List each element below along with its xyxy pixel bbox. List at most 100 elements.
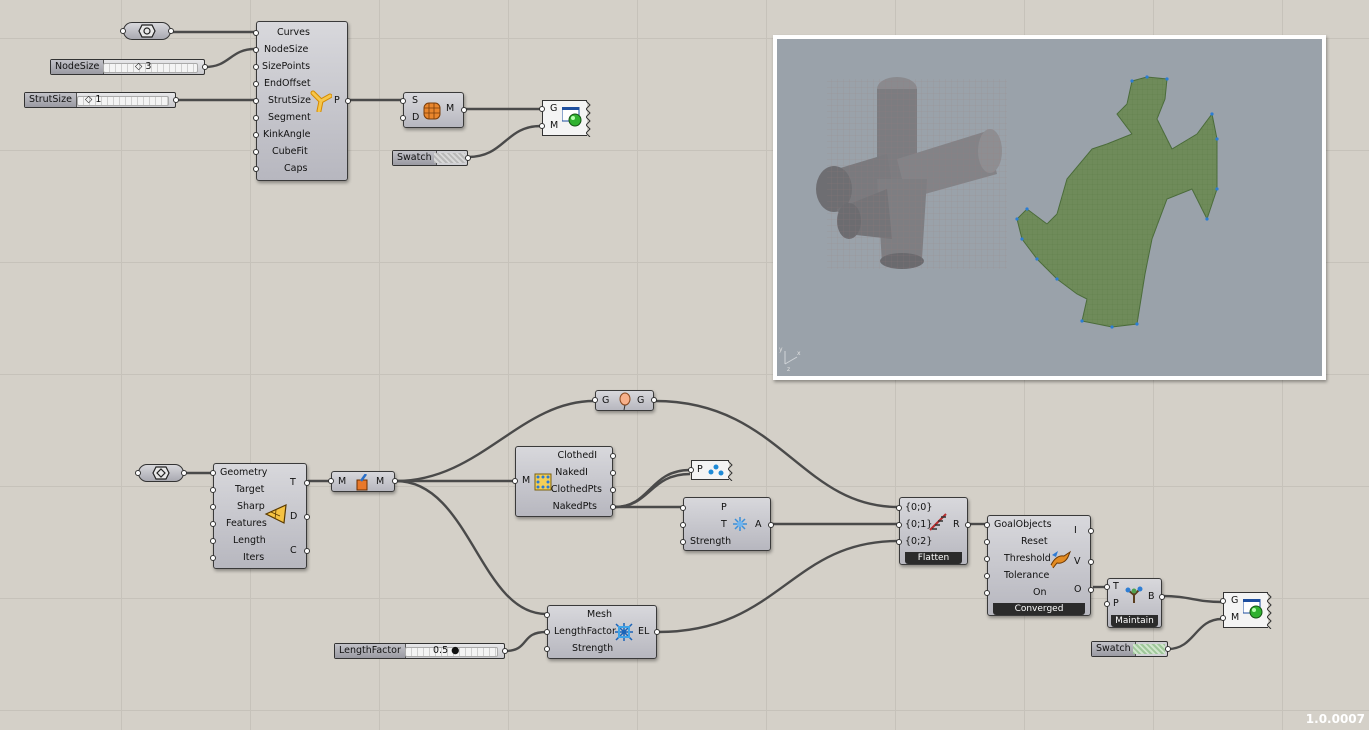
output-port[interactable] [173, 97, 179, 103]
output-port[interactable] [465, 155, 471, 161]
rhino-viewport[interactable]: x y z [773, 35, 1326, 380]
output-port[interactable] [392, 478, 398, 484]
input-port[interactable] [984, 556, 990, 562]
input-port[interactable] [592, 397, 598, 403]
input-port[interactable] [1104, 601, 1110, 607]
input-port[interactable] [680, 539, 686, 545]
input-port[interactable] [544, 646, 550, 652]
edge-lengths-component[interactable]: Mesh LengthFactor Strength EL [544, 605, 660, 659]
input-port[interactable] [544, 629, 550, 635]
input-port[interactable] [210, 470, 216, 476]
remesher-component[interactable]: Geometry Target Sharp Features Length It… [210, 463, 310, 569]
smooth-component[interactable]: S D M [400, 92, 467, 128]
lattice-curves-param[interactable] [120, 22, 174, 40]
output-port[interactable] [1165, 646, 1171, 652]
lengthfactor-slider[interactable]: LengthFactor 0.5 ● [334, 643, 508, 659]
output-port[interactable] [610, 504, 616, 510]
input-port[interactable] [512, 478, 518, 484]
input-port[interactable] [984, 539, 990, 545]
swatch-bottom[interactable]: Swatch [1091, 641, 1171, 657]
output-port[interactable] [461, 107, 467, 113]
input-port[interactable] [210, 521, 216, 527]
swatch-color[interactable] [1133, 644, 1165, 654]
input-port[interactable] [210, 555, 216, 561]
input-port[interactable] [896, 539, 902, 545]
output-port[interactable] [654, 629, 660, 635]
input-port[interactable] [253, 149, 259, 155]
input-port[interactable] [984, 590, 990, 596]
input-port[interactable] [544, 612, 550, 618]
input-port[interactable] [253, 132, 259, 138]
input-port[interactable] [120, 28, 126, 34]
input-port[interactable] [253, 64, 259, 70]
input-port[interactable] [253, 98, 259, 104]
output-port[interactable] [610, 470, 616, 476]
input-port[interactable] [135, 470, 141, 476]
geometry-param[interactable]: G G [592, 390, 657, 411]
input-port[interactable] [984, 522, 990, 528]
input-port[interactable] [984, 573, 990, 579]
strutsize-slider[interactable]: StrutSize ◇ 1 [24, 92, 179, 108]
input-port[interactable] [1220, 598, 1226, 604]
input-port[interactable] [210, 487, 216, 493]
output-port[interactable] [1088, 528, 1094, 534]
input-label-segment: Segment [268, 112, 311, 123]
output-component[interactable]: T P B Maintain [1104, 578, 1165, 628]
input-port[interactable] [1220, 615, 1226, 621]
input-port[interactable] [680, 505, 686, 511]
input-port[interactable] [400, 115, 406, 121]
input-port[interactable] [253, 81, 259, 87]
slider-track[interactable] [405, 647, 498, 657]
swatch-color[interactable] [434, 153, 465, 163]
output-port[interactable] [181, 470, 187, 476]
output-port[interactable] [502, 648, 508, 654]
mesh-convert-component[interactable]: M M [328, 471, 398, 492]
slider-track[interactable] [77, 96, 169, 106]
input-port[interactable] [400, 98, 406, 104]
output-label-d: D [290, 511, 298, 522]
output-port[interactable] [1159, 594, 1165, 600]
input-port[interactable] [253, 166, 259, 172]
output-port[interactable] [610, 487, 616, 493]
input-port[interactable] [253, 115, 259, 121]
input-port[interactable] [539, 123, 545, 129]
output-port[interactable] [1088, 559, 1094, 565]
input-port[interactable] [896, 522, 902, 528]
custom-preview-bottom[interactable]: G M [1220, 592, 1272, 629]
output-port[interactable] [304, 548, 310, 554]
nodesize-slider[interactable]: NodeSize ◇ 3 [50, 59, 208, 75]
output-port[interactable] [768, 522, 774, 528]
mesh-param[interactable] [135, 464, 187, 482]
output-port[interactable] [304, 514, 310, 520]
custom-preview-top[interactable]: G M [539, 100, 591, 137]
input-port[interactable] [253, 47, 259, 53]
input-port[interactable] [1104, 584, 1110, 590]
input-port[interactable] [539, 106, 545, 112]
output-port[interactable] [610, 453, 616, 459]
anchor-component[interactable]: P T Strength A [680, 497, 774, 551]
input-label-lengthfactor: LengthFactor [554, 626, 616, 637]
output-port[interactable] [168, 28, 174, 34]
input-label-strength: Strength [690, 536, 732, 547]
input-port[interactable] [210, 538, 216, 544]
point-param[interactable]: P [688, 460, 733, 481]
output-port[interactable] [651, 397, 657, 403]
slider-track[interactable] [103, 63, 198, 73]
input-port[interactable] [328, 478, 334, 484]
input-port[interactable] [680, 522, 686, 528]
input-port[interactable] [253, 30, 259, 36]
output-label-c: C [290, 545, 297, 556]
solver-component[interactable]: GoalObjects Reset Threshold Tolerance On… [984, 515, 1094, 616]
output-port[interactable] [304, 480, 310, 486]
lattice-component[interactable]: Curves NodeSize SizePoints EndOffset Str… [253, 21, 351, 181]
merge-component[interactable]: {0;0} {0;1} {0;2} R Flatten [896, 497, 971, 565]
output-port[interactable] [345, 98, 351, 104]
output-port[interactable] [202, 64, 208, 70]
input-port[interactable] [896, 505, 902, 511]
output-port[interactable] [1088, 587, 1094, 593]
clothed-naked-component[interactable]: M ClothedI NakedI ClothedPts NakedPts [512, 446, 616, 517]
input-port[interactable] [210, 504, 216, 510]
swatch-top[interactable]: Swatch [392, 150, 471, 166]
output-port[interactable] [965, 522, 971, 528]
input-port[interactable] [688, 467, 694, 473]
